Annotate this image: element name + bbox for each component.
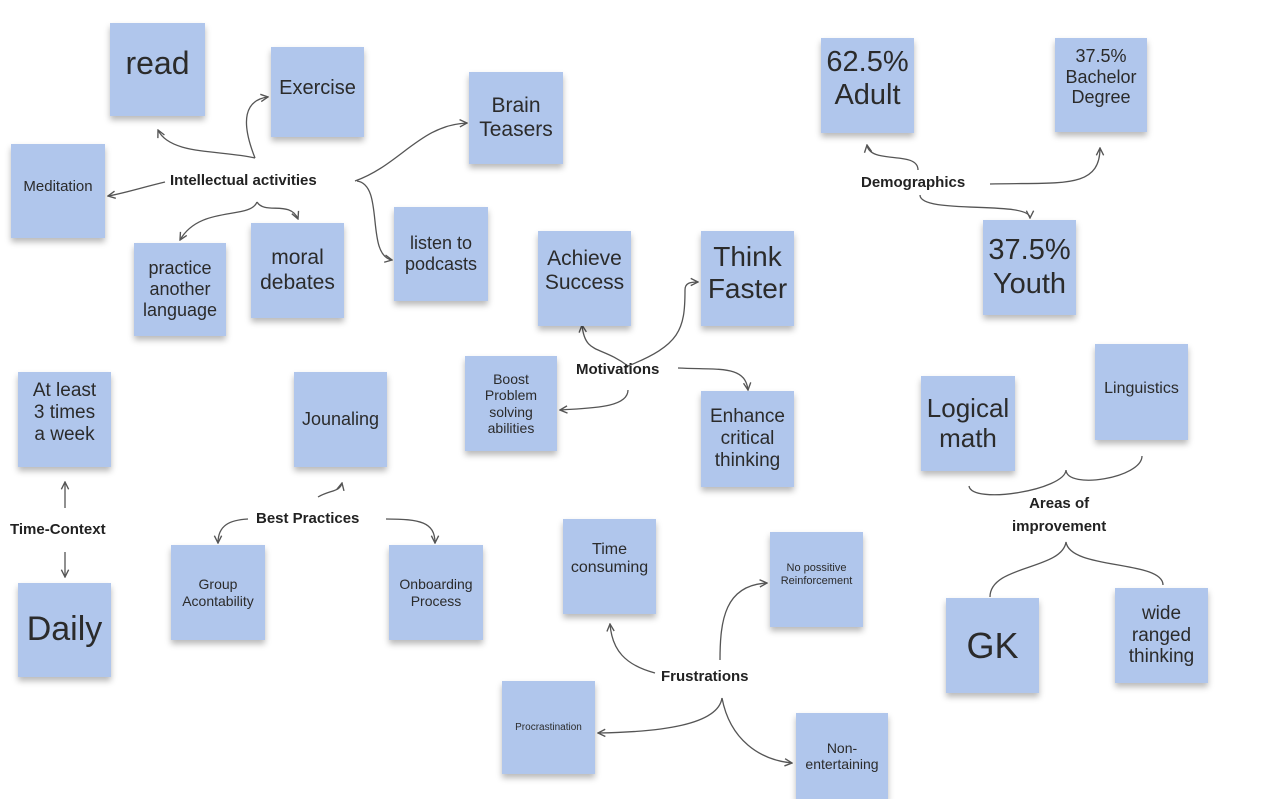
connector-practice-language [180,201,258,240]
note-daily[interactable]: Daily [18,583,111,677]
hub-intellectual-activities: Intellectual activities [170,172,317,189]
note-youth[interactable]: 37.5% Youth [983,220,1076,315]
note-no-positive-reinforcement[interactable]: No possitive Reinforcement [770,532,863,627]
note-gk[interactable]: GK [946,598,1039,693]
note-time-consuming[interactable]: Time consuming [563,519,656,614]
note-non-entertaining[interactable]: Non- entertaining [796,713,888,799]
note-logical-math[interactable]: Logical math [921,376,1015,471]
note-procrastination[interactable]: Procrastination [502,681,595,774]
connector-think-faster [627,282,698,367]
connector-bachelor [989,148,1100,185]
hub-frustrations: Frustrations [661,668,749,685]
note-at-least-3-times[interactable]: At least 3 times a week [18,372,111,467]
connector-time-consuming [610,624,656,674]
connector-onboarding [385,518,435,543]
hub-best-practices: Best Practices [256,510,360,527]
note-achieve-success[interactable]: Achieve Success [538,231,631,326]
note-bachelor-degree[interactable]: 37.5% Bachelor Degree [1055,38,1147,132]
connector-brain-teasers [354,123,467,182]
connector-no-positive [719,583,767,661]
connector-jounaling [317,483,342,498]
note-onboarding-process[interactable]: Onboarding Process [389,545,483,640]
note-listen-podcasts[interactable]: listen to podcasts [394,207,488,301]
hub-demographics: Demographics [861,174,966,191]
note-adult[interactable]: 62.5% Adult [821,38,914,133]
connector-exercise [245,97,268,159]
connector-procrastination [598,697,723,733]
note-enhance-critical-thinking[interactable]: Enhance critical thinking [701,391,794,487]
note-exercise[interactable]: Exercise [271,47,364,137]
connector-podcasts [356,180,392,260]
note-wide-ranged-thinking[interactable]: wide ranged thinking [1115,588,1208,683]
connector-meditation [108,181,166,196]
note-jounaling[interactable]: Jounaling [294,372,387,467]
connector-non-entertaining [721,697,792,763]
note-group-accountability[interactable]: Group Acontability [171,545,265,640]
canvas-edge [1221,0,1286,799]
note-practice-language[interactable]: practice another language [134,243,226,336]
note-boost-problem-solving[interactable]: Boost Problem solving abilities [465,356,557,451]
connector-moral-debates [256,201,298,219]
connector-read [158,130,256,159]
note-moral-debates[interactable]: moral debates [251,223,344,318]
connector-group [218,518,249,543]
hub-time-context: Time-Context [10,521,106,538]
note-linguistics[interactable]: Linguistics [1095,344,1188,440]
connector-enhance [677,367,748,390]
hub-areas-of-improvement: Areas of improvement [1012,495,1107,535]
note-think-faster[interactable]: Think Faster [701,231,794,326]
connector-adult [867,145,919,171]
note-meditation[interactable]: Meditation [11,144,105,238]
note-read[interactable]: read [110,23,205,116]
connector-youth [919,194,1030,218]
connector-boost [560,389,629,410]
hub-motivations: Motivations [576,361,660,378]
note-brain-teasers[interactable]: Brain Teasers [469,72,563,164]
